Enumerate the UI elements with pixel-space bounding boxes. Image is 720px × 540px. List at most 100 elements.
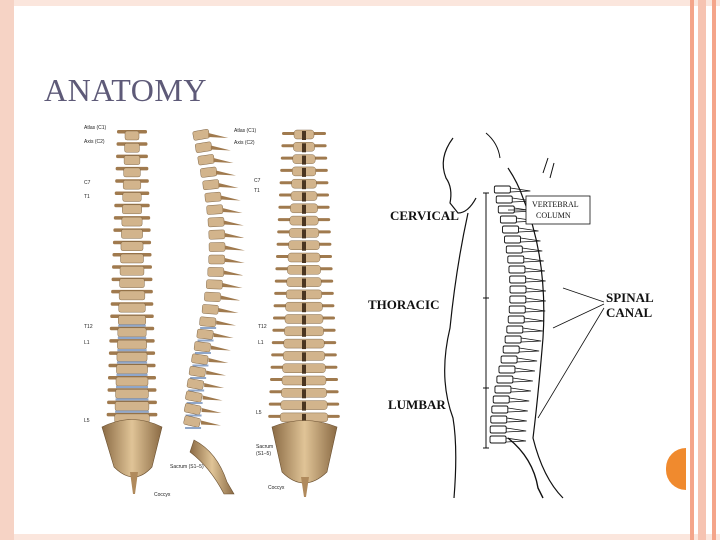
spinous-process [224,258,245,263]
label-atlas-side: Atlas (C1) [234,128,257,134]
spinous-process [216,170,237,176]
vertebra-outline [504,235,521,244]
spinous-process-outline [525,297,546,303]
vertebra-outline [489,425,507,434]
spinous-process [302,192,306,202]
vertebra-body [114,401,150,411]
vertebra-body [117,339,147,350]
vertebra-body [121,216,143,227]
vertebra-body [192,129,210,141]
spinous-process [213,333,234,338]
label-l1: L1 [84,340,90,346]
spinous-process [302,229,306,239]
vertebral-column-box [525,195,591,225]
spinous-process [224,233,245,238]
vertebra-body [123,180,142,190]
label-spinal: SPINAL [606,290,654,305]
spine-anatomy-illustration: Atlas (C1) Axis (C2) C7 T1 T12 L1 L5 Sac… [84,125,340,498]
vertebra-outline [490,415,508,424]
spinous-process [302,315,306,325]
vertebra-outline [498,365,516,374]
intervertebral-disc [116,361,148,364]
label-c7-side: C7 [254,178,261,184]
vertebra-outline [496,375,514,384]
spinous-process [302,352,306,362]
label-coccyx-side: Coccyx [268,485,285,491]
body-back-outline [507,167,564,499]
canal-pointer-lines [537,287,605,419]
spinous-process-outline [507,407,528,413]
vertebra-outline [507,255,525,264]
spinous-process-outline [521,337,542,343]
vertebra-body [199,316,217,328]
slide-title: ANATOMY [44,72,207,108]
vertebra-outline [491,405,509,414]
hair-strokes [542,157,555,179]
spinous-process [204,383,225,388]
label-lumbar: LUMBAR [388,397,446,412]
vertebra-body [206,204,224,215]
label-sacrum-range-side: (S1–5) [256,451,271,457]
intervertebral-disc [117,336,147,340]
spinous-process-outline [512,377,533,383]
spinous-process-outline [524,317,545,323]
ear-outline [485,132,501,159]
intervertebral-disc [194,352,211,354]
vertebra-body [120,253,144,264]
vertebra-body [206,279,223,290]
intervertebral-disc [200,327,217,329]
vertebra-body [197,154,215,166]
vertebra-body [191,353,209,365]
spinous-process [302,254,306,263]
spinous-process [302,241,306,251]
label-vertebral: VERTEBRAL [532,200,579,209]
spinous-process [208,133,229,138]
label-sacrum: Sacrum (S1–5) [170,464,204,470]
spinous-process-outline [517,357,538,363]
border-top [0,0,720,6]
vertebra-body [120,241,144,251]
vertebra-body [196,328,214,340]
spinous-process-outline [510,387,531,393]
label-l5-side: L5 [256,410,262,416]
spinous-process [302,155,306,165]
vertebra-outline [507,315,525,324]
vertebra-body [122,204,142,215]
spine-front-view [101,130,163,494]
vertebra-body [116,364,148,374]
vertebra-body [123,155,141,165]
vertebra-outline [497,205,515,214]
spinous-process-outline [510,187,531,193]
vertebra-body [124,130,140,141]
spinous-process [222,283,243,288]
spinous-process-outline [522,327,543,333]
label-thoracic: THORACIC [368,297,440,312]
spinous-process [302,327,306,337]
label-coccyx: Coccyx [154,492,171,498]
border-bottom [0,534,720,540]
intervertebral-disc [197,339,214,342]
label-l1-side: L1 [258,340,264,346]
spinous-process [302,143,306,153]
vertebra-body [123,167,141,178]
intervertebral-disc [115,410,149,413]
spine-side-view [183,129,245,495]
vertebral-column-drawing [489,185,547,444]
spinous-process [302,131,306,140]
vertebra-outline [492,395,510,404]
vertebra-outline [502,345,520,354]
border-left [0,0,14,540]
intervertebral-disc [116,373,148,376]
spinous-process-outline [525,277,546,283]
label-atlas: Atlas (C1) [84,125,107,131]
body-front-outline [444,212,469,499]
vertebra-outline [504,335,522,344]
spinal-regions-diagram: CERVICAL THORACIC LUMBAR VERTEBRAL COLUM… [368,132,654,499]
spinous-process [216,320,237,326]
spinous-process [201,420,222,426]
spinous-process [302,180,306,190]
vertebra-body [202,179,220,190]
vertebra-outline [493,185,511,194]
spinous-process [302,389,306,399]
label-t1-side: T1 [254,188,260,194]
